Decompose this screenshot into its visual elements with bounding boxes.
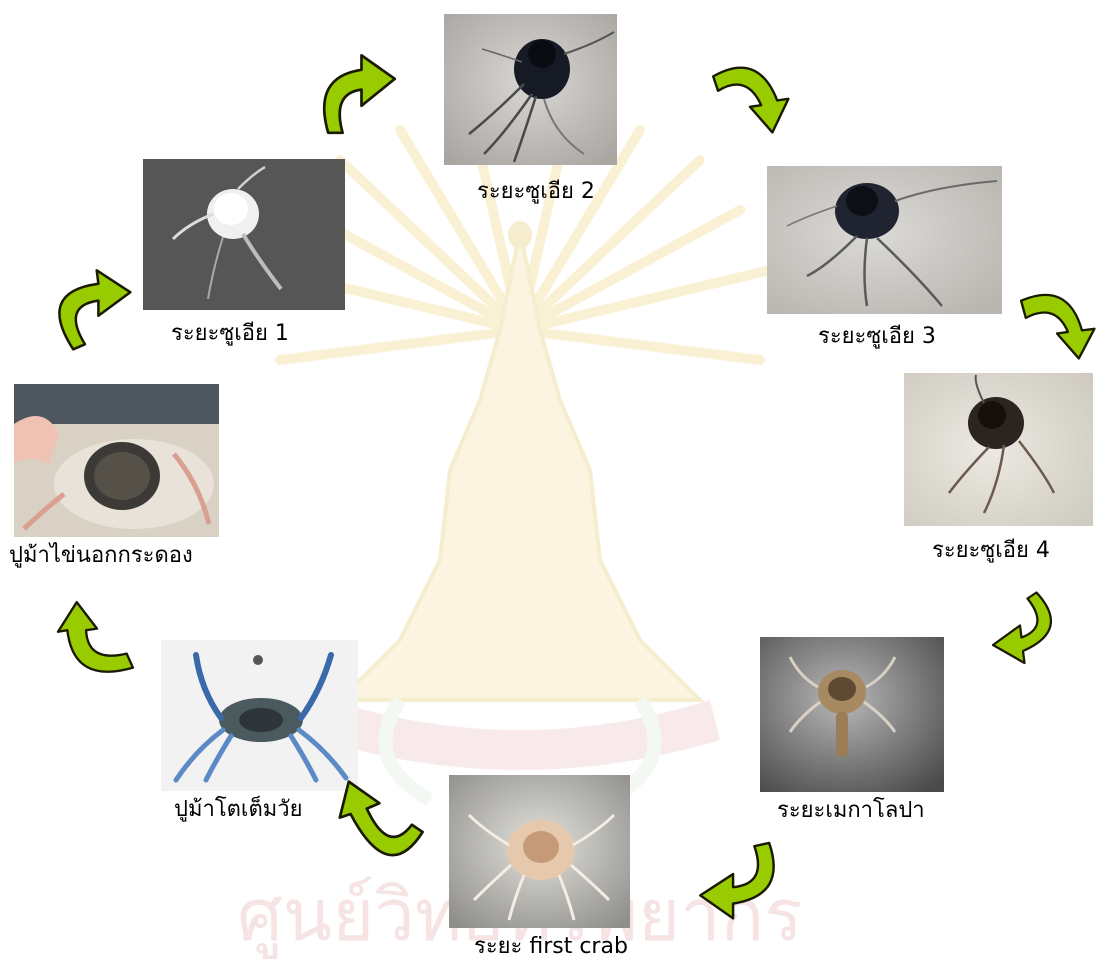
- zoea-2-photo: [444, 14, 617, 165]
- cycle-arrow-1: [312, 50, 402, 140]
- berried-crab-photo: [14, 384, 219, 537]
- cycle-arrow-3: [1018, 277, 1096, 365]
- adult-crab-label: ปูม้าโตเต็มวัย: [174, 799, 302, 821]
- cycle-arrow-8: [48, 265, 132, 353]
- zoea-1-photo: [143, 159, 345, 310]
- adult-crab-photo: [161, 640, 358, 791]
- zoea-4-label: ระยะซูเอีย 4: [932, 540, 1050, 562]
- cycle-arrow-2: [705, 54, 795, 134]
- zoea-1-label: ระยะซูเอีย 1: [171, 323, 289, 345]
- cycle-arrow-5: [692, 838, 784, 920]
- zoea-4-photo: [904, 373, 1093, 526]
- megalopa-photo: [760, 637, 944, 792]
- berried-crab-label: ปูม้าไข่นอกกระดอง: [9, 545, 193, 567]
- cycle-arrow-6: [338, 778, 428, 868]
- cycle-arrow-7: [58, 592, 136, 684]
- megalopa-label: ระยะเมกาโลปา: [777, 800, 925, 822]
- zoea-3-photo: [767, 166, 1002, 314]
- first-crab-photo: [449, 775, 630, 928]
- zoea-2-label: ระยะซูเอีย 2: [477, 181, 595, 203]
- pagoda-shape: [340, 230, 700, 700]
- cycle-arrow-4: [990, 582, 1065, 672]
- zoea-3-label: ระยะซูเอีย 3: [818, 326, 936, 348]
- first-crab-label: ระยะ first crab: [474, 936, 628, 958]
